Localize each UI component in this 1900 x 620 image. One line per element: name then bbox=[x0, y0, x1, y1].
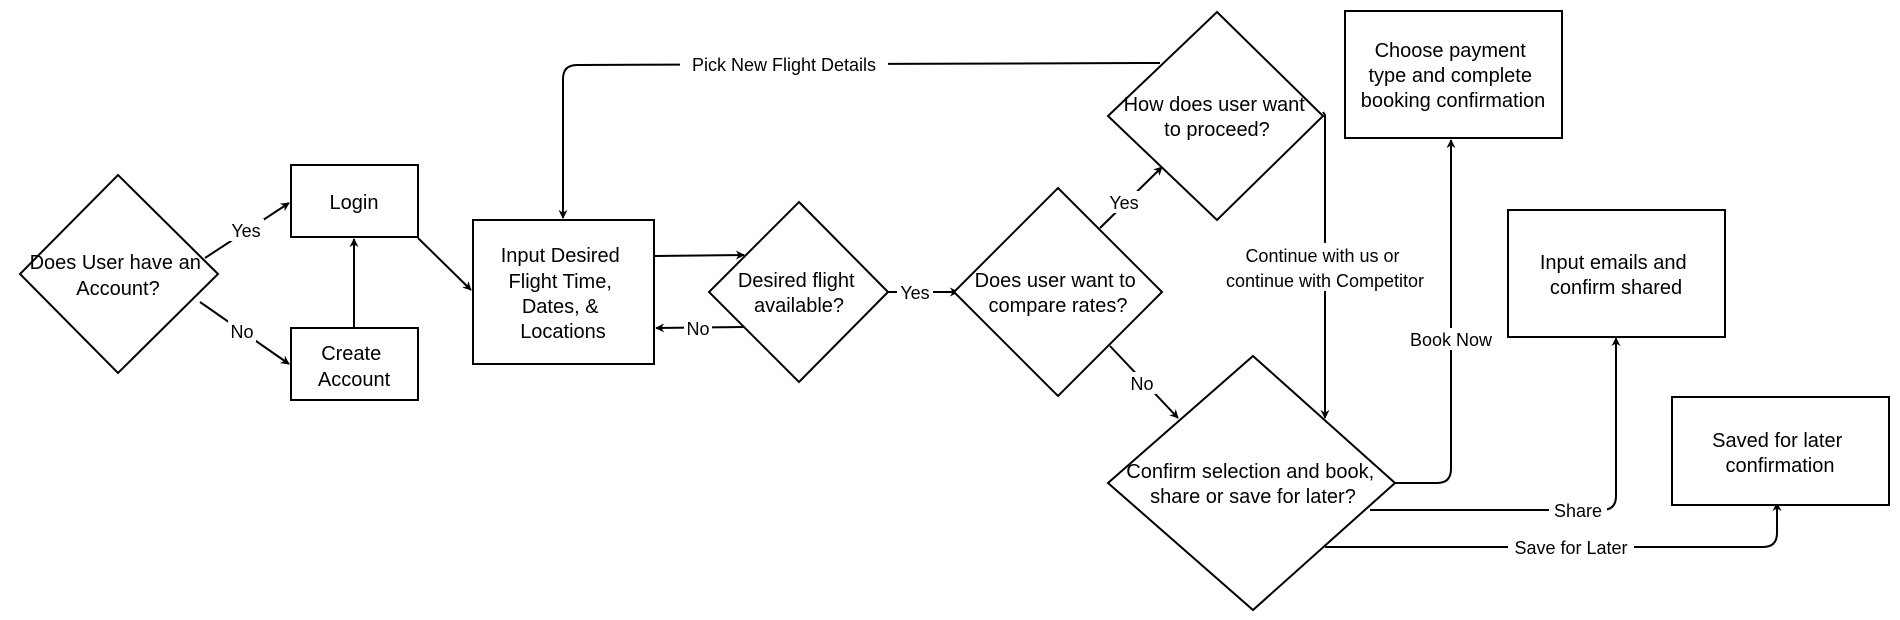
saved-later-text: Saved for later confirmation bbox=[1712, 430, 1848, 477]
login-text: Login bbox=[330, 192, 379, 214]
decision-how-proceed bbox=[1106, 10, 1325, 222]
confirm-selection-text: Confirm selection and book, share or sav… bbox=[1126, 461, 1379, 508]
decision-confirm-selection bbox=[1106, 354, 1397, 612]
compare-rates-text: Does user want to compare rates? bbox=[975, 270, 1142, 317]
edge-continue bbox=[1320, 111, 1330, 419]
label-available-no: No bbox=[686, 319, 709, 339]
label-compare-no: No bbox=[1130, 374, 1153, 394]
label-account-yes: Yes bbox=[231, 221, 260, 241]
label-share: Share bbox=[1554, 501, 1602, 521]
decision-has-account bbox=[18, 173, 220, 375]
decision-compare-rates bbox=[952, 186, 1164, 398]
edge-labels: Yes No No Yes Yes No Pick New Flight Det… bbox=[228, 53, 1634, 558]
edge-login-to-input bbox=[417, 237, 472, 291]
node-labels: Does User have an Account? Login Create … bbox=[30, 40, 1848, 508]
box-login bbox=[290, 164, 419, 238]
label-save-later: Save for Later bbox=[1514, 538, 1627, 558]
label-account-no: No bbox=[230, 322, 253, 342]
decision-flight-available bbox=[707, 200, 890, 384]
box-create-account bbox=[290, 327, 419, 401]
input-flight-text: Input Desired Flight Time, Dates, & Loca… bbox=[501, 245, 626, 343]
edge-input-to-available bbox=[653, 250, 745, 260]
label-available-yes: Yes bbox=[900, 283, 929, 303]
label-continue: Continue with us or continue with Compet… bbox=[1226, 246, 1424, 291]
edge-share bbox=[1370, 337, 1621, 511]
box-saved-later bbox=[1671, 396, 1890, 506]
input-emails-text: Input emails and confirm shared bbox=[1540, 252, 1692, 299]
box-input-flight bbox=[472, 219, 655, 365]
edge-pick-new bbox=[558, 62, 1161, 219]
choose-payment-text: Choose payment type and complete booking… bbox=[1361, 40, 1546, 112]
label-book-now: Book Now bbox=[1410, 330, 1493, 350]
edge-save-later bbox=[1325, 502, 1782, 548]
flight-available-text: Desired flight available? bbox=[738, 270, 860, 317]
box-input-emails bbox=[1507, 209, 1726, 338]
how-proceed-text: How does user want to proceed? bbox=[1124, 94, 1311, 141]
box-choose-payment bbox=[1344, 10, 1563, 139]
nodes bbox=[18, 10, 1890, 612]
label-compare-yes: Yes bbox=[1109, 193, 1138, 213]
has-account-text: Does User have an Account? bbox=[30, 252, 207, 300]
create-account-text: Create Account bbox=[318, 343, 391, 391]
edge-book-now bbox=[1395, 139, 1456, 484]
label-pick-new: Pick New Flight Details bbox=[692, 55, 876, 75]
edges bbox=[199, 62, 1782, 548]
